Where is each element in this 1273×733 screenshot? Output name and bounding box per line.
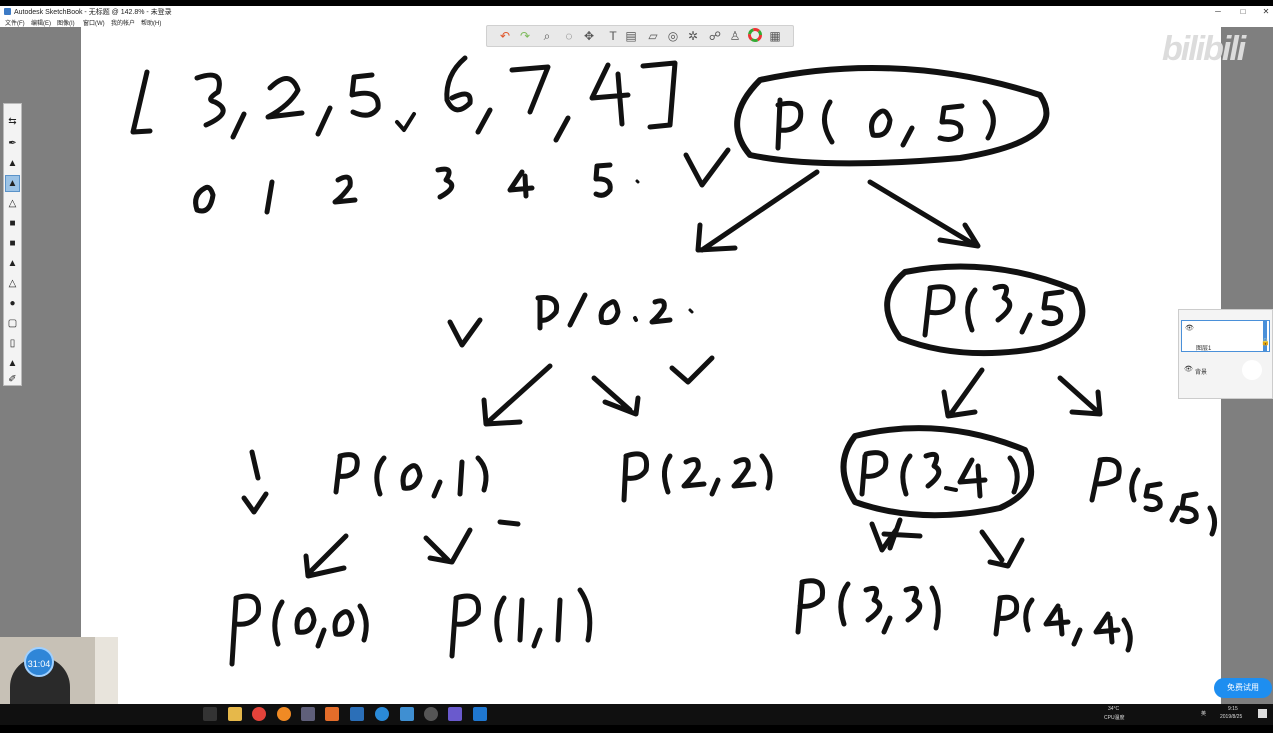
bilibili-watermark: bilibili <box>1162 30 1246 68</box>
brush-5-icon[interactable]: ■ <box>9 218 16 229</box>
brush-8-icon[interactable]: △ <box>8 278 17 289</box>
top-toolbar: ↶ ↷ ⌕ ◌ ✥ T ▤ ▱ ◎ ✲ ☍ ♙ ▦ <box>486 25 794 47</box>
brush-7-icon[interactable]: ▲ <box>7 258 18 269</box>
layer-opacity-bar[interactable] <box>1263 321 1267 351</box>
notification-icon[interactable] <box>1258 709 1267 718</box>
sketchbook-app-icon <box>4 8 11 15</box>
background-swatch[interactable] <box>1242 360 1262 380</box>
brush-11-icon[interactable]: ▯ <box>9 338 16 349</box>
brush-12-icon[interactable]: ▲ <box>7 358 18 369</box>
layer-panel: 👁 图层1 🔒 👁 背景 <box>1178 309 1273 399</box>
symmetry-icon[interactable]: ✲ <box>687 29 699 43</box>
text-icon[interactable]: T <box>609 29 617 43</box>
app4-icon[interactable] <box>400 707 414 721</box>
app2-icon[interactable] <box>350 707 364 721</box>
layer-row-1[interactable]: 👁 图层1 <box>1181 320 1270 352</box>
brush-library-icon[interactable]: ♙ <box>729 29 741 43</box>
visibility-icon[interactable]: 👁 <box>1185 325 1194 332</box>
firefox-icon[interactable] <box>277 707 291 721</box>
window-title: Autodesk SketchBook - 无标题 @ 142.8% - 未登录 <box>14 9 172 16</box>
layer-icon[interactable]: ▤ <box>625 29 637 43</box>
ime-indicator[interactable]: 英 <box>1201 711 1207 717</box>
timer-badge: 31:04 <box>24 647 54 677</box>
task-view-icon[interactable] <box>203 707 217 721</box>
cpu-label: CPU温度 <box>1104 715 1125 721</box>
layer-name: 背景 <box>1195 370 1208 376</box>
brush-4-icon[interactable]: △ <box>8 198 17 209</box>
minimize-button[interactable]: ─ <box>1215 7 1221 16</box>
menu-image[interactable]: 图像(I) <box>57 21 75 27</box>
top-bar <box>0 0 1273 6</box>
menu-file[interactable]: 文件(F) <box>5 21 25 27</box>
color-wheel-icon[interactable] <box>747 28 763 44</box>
app6-icon[interactable] <box>448 707 462 721</box>
close-button[interactable]: ✕ <box>1262 7 1270 16</box>
menu-window[interactable]: 窗口(W) <box>83 21 105 27</box>
brush-10-icon[interactable]: ▢ <box>7 318 18 329</box>
clock-date[interactable]: 2019/8/25 <box>1220 714 1243 720</box>
brush-3-icon[interactable]: ▲ <box>5 175 20 192</box>
menu-edit[interactable]: 编辑(E) <box>31 21 51 27</box>
brush-2-icon[interactable]: ▲ <box>7 158 18 169</box>
undo-icon[interactable]: ↶ <box>499 29 511 43</box>
visibility-icon[interactable]: 👁 <box>1184 366 1193 373</box>
brush-palette: ⇆ ✒ ▲ ▲ △ ■ ■ ▲ △ ● ▢ ▯ ▲ ✐ <box>3 103 22 386</box>
ruler-icon[interactable]: ▱ <box>648 29 658 43</box>
zoom-icon[interactable]: ⌕ <box>543 29 551 43</box>
title-bar: Autodesk SketchBook - 无标题 @ 142.8% - 未登录… <box>0 6 1273 17</box>
stroke-icon[interactable]: ☍ <box>708 29 722 43</box>
chrome-icon[interactable] <box>252 707 266 721</box>
edge-icon[interactable] <box>473 707 487 721</box>
handwritten-sketch <box>130 55 1218 667</box>
sketchbook-icon[interactable] <box>325 707 339 721</box>
free-trial-button[interactable]: 免费试用 <box>1214 678 1272 698</box>
app-icon[interactable] <box>301 707 315 721</box>
menu-bar: 文件(F) 编辑(E) 图像(I) 窗口(W) 我的帐户 帮助(H) <box>0 17 1273 27</box>
brush-13-icon[interactable]: ✐ <box>8 374 17 385</box>
brush-1-icon[interactable]: ✒ <box>8 138 17 149</box>
ellipse-icon[interactable]: ◎ <box>667 29 679 43</box>
brush-9-icon[interactable]: ● <box>9 298 16 309</box>
menu-account[interactable]: 我的帐户 <box>111 21 136 27</box>
maximize-button[interactable]: □ <box>1240 7 1246 16</box>
layer-row-2[interactable]: 👁 背景 <box>1181 356 1270 388</box>
bottom-strip <box>0 725 1273 733</box>
app3-icon[interactable] <box>375 707 389 721</box>
layer-name: 图层1 <box>1196 346 1212 352</box>
brush-6-icon[interactable]: ■ <box>9 238 16 249</box>
lock-icon[interactable]: 🔒 <box>1261 339 1270 346</box>
clock-time[interactable]: 9:15 <box>1228 706 1238 712</box>
app5-icon[interactable] <box>424 707 438 721</box>
move-icon[interactable]: ✥ <box>583 29 595 43</box>
menu-help[interactable]: 帮助(H) <box>141 21 162 27</box>
arrows-icon[interactable]: ⇆ <box>8 116 17 127</box>
explorer-icon[interactable] <box>228 707 242 721</box>
temp-readout: 34°C <box>1108 706 1120 712</box>
taskbar: 34°C CPU温度 英 9:15 2019/8/25 <box>0 704 1273 725</box>
lasso-icon[interactable]: ◌ <box>565 29 573 43</box>
webcam-background <box>95 637 118 722</box>
copic-icon[interactable]: ▦ <box>769 29 781 43</box>
drawing-canvas[interactable] <box>81 27 1221 704</box>
redo-icon[interactable]: ↷ <box>519 29 531 43</box>
